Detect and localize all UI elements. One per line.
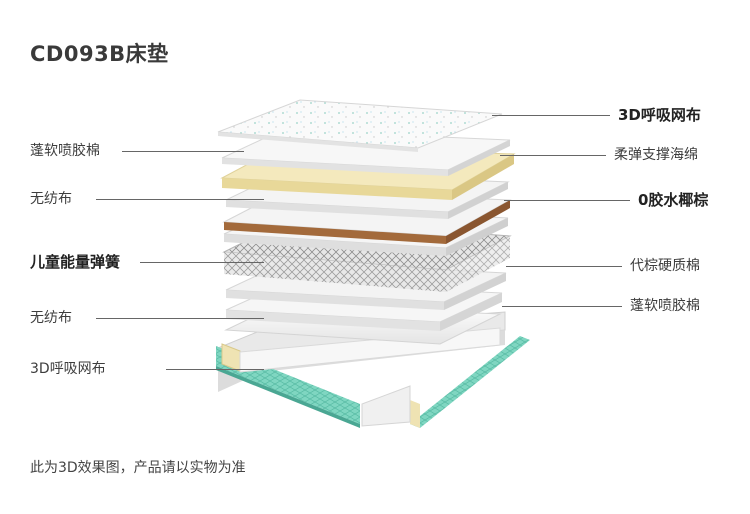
label-right-coir: 0胶水椰棕 <box>638 191 709 209</box>
disclaimer-note: 此为3D效果图，产品请以实物为准 <box>30 460 246 476</box>
layer-3d-mesh-top <box>217 99 503 152</box>
label-right-3d-mesh: 3D呼吸网布 <box>618 106 701 124</box>
label-right-hard-cotton: 代棕硬质棉 <box>630 258 700 274</box>
leader-line <box>506 266 622 267</box>
leader-line <box>492 115 610 116</box>
page-title: CD093B床垫 <box>30 42 169 66</box>
label-right-spray-cotton: 蓬软喷胶棉 <box>630 298 700 314</box>
leader-line <box>140 262 264 263</box>
leader-line <box>96 318 264 319</box>
leader-line <box>502 306 622 307</box>
leader-line <box>166 369 264 370</box>
leader-line <box>96 199 264 200</box>
leader-line <box>500 155 606 156</box>
label-left-3d-mesh: 3D呼吸网布 <box>30 361 106 377</box>
label-left-nonwoven-2: 无纺布 <box>30 310 72 326</box>
leader-line <box>504 200 630 201</box>
label-left-nonwoven: 无纺布 <box>30 191 72 207</box>
layer-base-mesh-frame <box>216 311 530 428</box>
leader-line <box>122 151 244 152</box>
label-right-foam: 柔弹支撑海绵 <box>614 147 698 163</box>
label-left-springs: 儿童能量弹簧 <box>30 253 121 271</box>
label-left-spray-cotton: 蓬软喷胶棉 <box>30 143 100 159</box>
